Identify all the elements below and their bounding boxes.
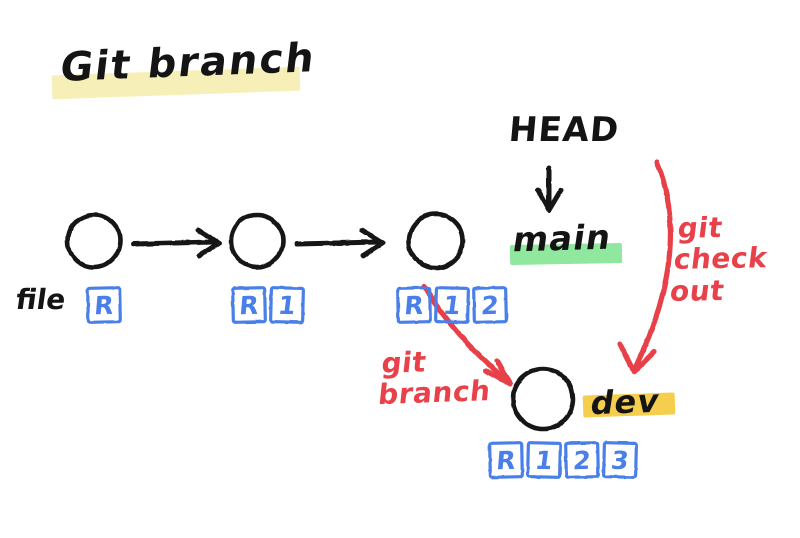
main-branch-label: main	[510, 217, 615, 261]
file-box-letter: 1	[533, 445, 555, 475]
file-box	[396, 286, 432, 324]
page-title: Git branch	[57, 34, 319, 92]
file-box	[269, 286, 305, 324]
arrow-commit2-commit3-head	[359, 227, 386, 259]
file-box-letter: R	[93, 290, 115, 320]
arrow-commit1-commit2-head	[195, 227, 222, 259]
commit-node-1	[65, 212, 123, 270]
file-box	[488, 441, 524, 479]
file-box	[472, 286, 508, 324]
file-box	[602, 441, 638, 479]
file-box-letter: R	[495, 445, 517, 475]
dev-branch-label: dev	[587, 381, 663, 423]
commit-node-dev	[510, 366, 576, 432]
file-box-letter: 1	[276, 290, 298, 320]
arrow-git-branch-head	[483, 358, 513, 387]
file-box-letter: R	[403, 290, 425, 320]
file-box-letter: R	[238, 290, 260, 320]
file-box	[526, 441, 562, 479]
file-box-letter: 2	[572, 445, 592, 475]
file-box	[231, 286, 267, 324]
git-branch-note: git branch	[377, 344, 496, 411]
arrow-commit2-commit3	[294, 239, 381, 247]
file-box-letter: 1	[441, 290, 463, 320]
file-boxes	[86, 286, 638, 479]
arrow-git-checkout	[633, 159, 674, 369]
git-checkout-note-line-3: out	[668, 273, 727, 308]
git-checkout-note-line-1: git	[675, 210, 725, 245]
arrow-head-to-main-head	[535, 187, 564, 213]
git-branch-note-line-2: branch	[376, 374, 493, 412]
git-checkout-note-line-2: check	[671, 241, 770, 277]
file-box-letter: 2	[480, 290, 500, 320]
arrow-commit1-commit2	[130, 239, 217, 247]
file-box	[86, 286, 122, 324]
file-box	[434, 286, 470, 324]
arrow-git-checkout-head	[617, 341, 657, 375]
file-label: file	[13, 283, 68, 316]
commit-node-3	[406, 211, 466, 271]
git-checkout-note: git check out	[668, 210, 773, 308]
head-label: HEAD	[507, 110, 621, 150]
commit-node-2	[228, 212, 286, 270]
file-box	[564, 441, 600, 479]
file-box-letter: 3	[609, 445, 631, 475]
